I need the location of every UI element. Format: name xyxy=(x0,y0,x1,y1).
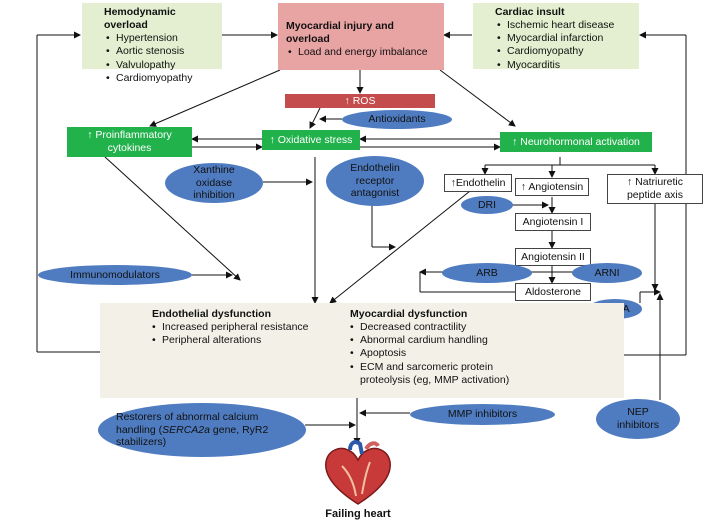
endothelial-item: Peripheral alterations xyxy=(152,334,342,347)
cardiac-insult-item: Myocarditis xyxy=(497,59,633,72)
myocardial-injury-item: Load and energy imbalance xyxy=(288,46,438,59)
endothelial-dysfunction-section: Endothelial dysfunction Increased periph… xyxy=(152,308,342,348)
myocardial-dysfunction-section: Myocardial dysfunction Decreased contrac… xyxy=(350,308,520,387)
myocardial-injury-box: Myocardial injury and overload Load and … xyxy=(278,3,444,70)
hemodynamic-item: Aortic stenosis xyxy=(106,45,216,58)
proinflammatory-cytokines-box: ↑ Proinflammatory cytokines xyxy=(67,127,192,157)
hemodynamic-overload-box: Hemodynamic overload Hypertension Aortic… xyxy=(82,3,222,85)
immunomodulators-ellipse: Immunomodulators xyxy=(38,265,192,285)
endothelial-dysfunction-title: Endothelial dysfunction xyxy=(152,308,272,320)
myocardial-item: Apoptosis xyxy=(350,347,520,360)
dysfunction-box: Endothelial dysfunction Increased periph… xyxy=(100,303,624,398)
xanthine-oxidase-ellipse: Xanthine oxidase inhibition xyxy=(165,163,263,203)
ros-bar: ↑ ROS xyxy=(285,94,435,108)
cardiac-insult-item: Myocardial infarction xyxy=(497,32,633,45)
oxidative-stress-box: ↑ Oxidative stress xyxy=(262,130,360,150)
cardiac-insult-box: Cardiac insult Ischemic heart disease My… xyxy=(473,3,639,72)
dri-ellipse: DRI xyxy=(461,196,513,214)
proinflammatory-label: ↑ Proinflammatory cytokines xyxy=(87,129,172,155)
failing-heart-label: Failing heart xyxy=(325,508,391,520)
angiotensin-2-box: Angiotensin II xyxy=(515,248,591,266)
endothelial-item: Increased peripheral resistance xyxy=(152,321,342,334)
hemodynamic-item: Cardiomyopathy xyxy=(106,72,216,85)
oxidative-stress-label: ↑ Oxidative stress xyxy=(269,134,353,146)
endothelin-box: ↑Endothelin xyxy=(444,174,512,192)
hemodynamic-item: Hypertension xyxy=(106,32,216,45)
myocardial-item: Abnormal cardium handling xyxy=(350,334,520,347)
neurohormonal-label: ↑ Neurohormonal activation xyxy=(512,136,640,148)
restorers-ellipse: Restorers of abnormal calcium handling (… xyxy=(98,403,306,457)
arb-ellipse: ARB xyxy=(442,263,532,283)
failing-heart-icon xyxy=(325,440,391,505)
cardiac-insult-item: Ischemic heart disease xyxy=(497,19,633,32)
angiotensin-1-box: Angiotensin I xyxy=(515,213,591,231)
antioxidants-ellipse: Antioxidants xyxy=(342,110,452,129)
hemodynamic-item: Valvulopathy xyxy=(106,59,216,72)
hemodynamic-overload-title: Hemodynamic overload xyxy=(104,6,176,32)
cardiac-insult-title: Cardiac insult xyxy=(495,6,565,18)
myocardial-item: Decreased contractility xyxy=(350,321,520,334)
aldosterone-box: Aldosterone xyxy=(515,283,591,301)
arni-ellipse: ARNI xyxy=(572,263,642,283)
natriuretic-box: ↑ Natriuretic peptide axis xyxy=(607,174,703,204)
mmp-inhibitors-ellipse: MMP inhibitors xyxy=(410,404,555,425)
restorers-text: Restorers of abnormal calcium handling (… xyxy=(116,411,269,449)
myocardial-dysfunction-title: Myocardial dysfunction xyxy=(350,308,468,320)
myocardial-injury-title: Myocardial injury and overload xyxy=(286,20,394,46)
endothelin-antagonist-ellipse: Endothelin receptor antagonist xyxy=(326,156,424,206)
angiotensin-box: ↑ Angiotensin xyxy=(515,178,589,196)
nep-inhibitors-ellipse: NEP inhibitors xyxy=(596,399,680,439)
myocardial-item: ECM and sarcomeric protein proteolysis (… xyxy=(350,361,520,387)
neurohormonal-activation-box: ↑ Neurohormonal activation xyxy=(500,132,652,152)
cardiac-insult-item: Cardiomyopathy xyxy=(497,45,633,58)
